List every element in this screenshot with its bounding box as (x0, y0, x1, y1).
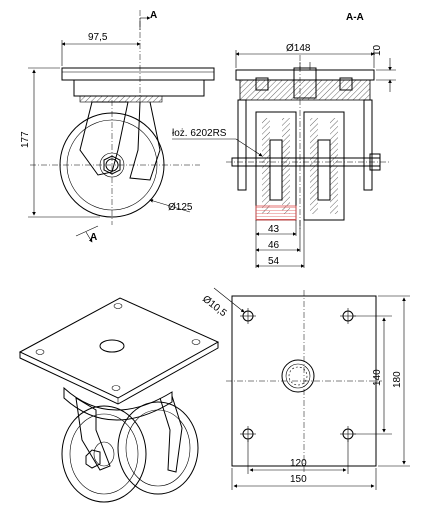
dim-hub-width: 46 (268, 240, 280, 251)
section-title: A-A (346, 12, 364, 23)
dim-hole-diameter: Ø10,5 (200, 294, 229, 320)
dim-plate-height: 180 (392, 371, 403, 388)
dim-tread-width: 43 (268, 224, 280, 235)
isometric-view (18, 297, 220, 503)
dim-wheel-diameter: Ø125 (168, 202, 193, 213)
plate-view: Ø10,5 140 180 120 150 (200, 287, 410, 490)
dim-overall-width: 54 (268, 256, 280, 267)
dim-hole-spacing-vertical: 140 (372, 369, 383, 386)
dim-offset: 97,5 (88, 32, 108, 43)
dim-plate-thickness: 10 (372, 44, 383, 56)
dim-height: 177 (20, 131, 31, 148)
section-view: A-A Ø148 (172, 12, 396, 268)
section-mark-bottom: A (90, 232, 97, 243)
dim-hole-spacing-horizontal: 120 (290, 458, 307, 469)
dim-plate-width: 150 (290, 474, 307, 485)
bearing-label: łoż. 6202RS (172, 128, 227, 139)
dim-plate-diameter: Ø148 (286, 43, 311, 54)
section-mark-top: A (150, 10, 157, 21)
side-view: A A 97,5 177 Ø125 (20, 10, 215, 243)
